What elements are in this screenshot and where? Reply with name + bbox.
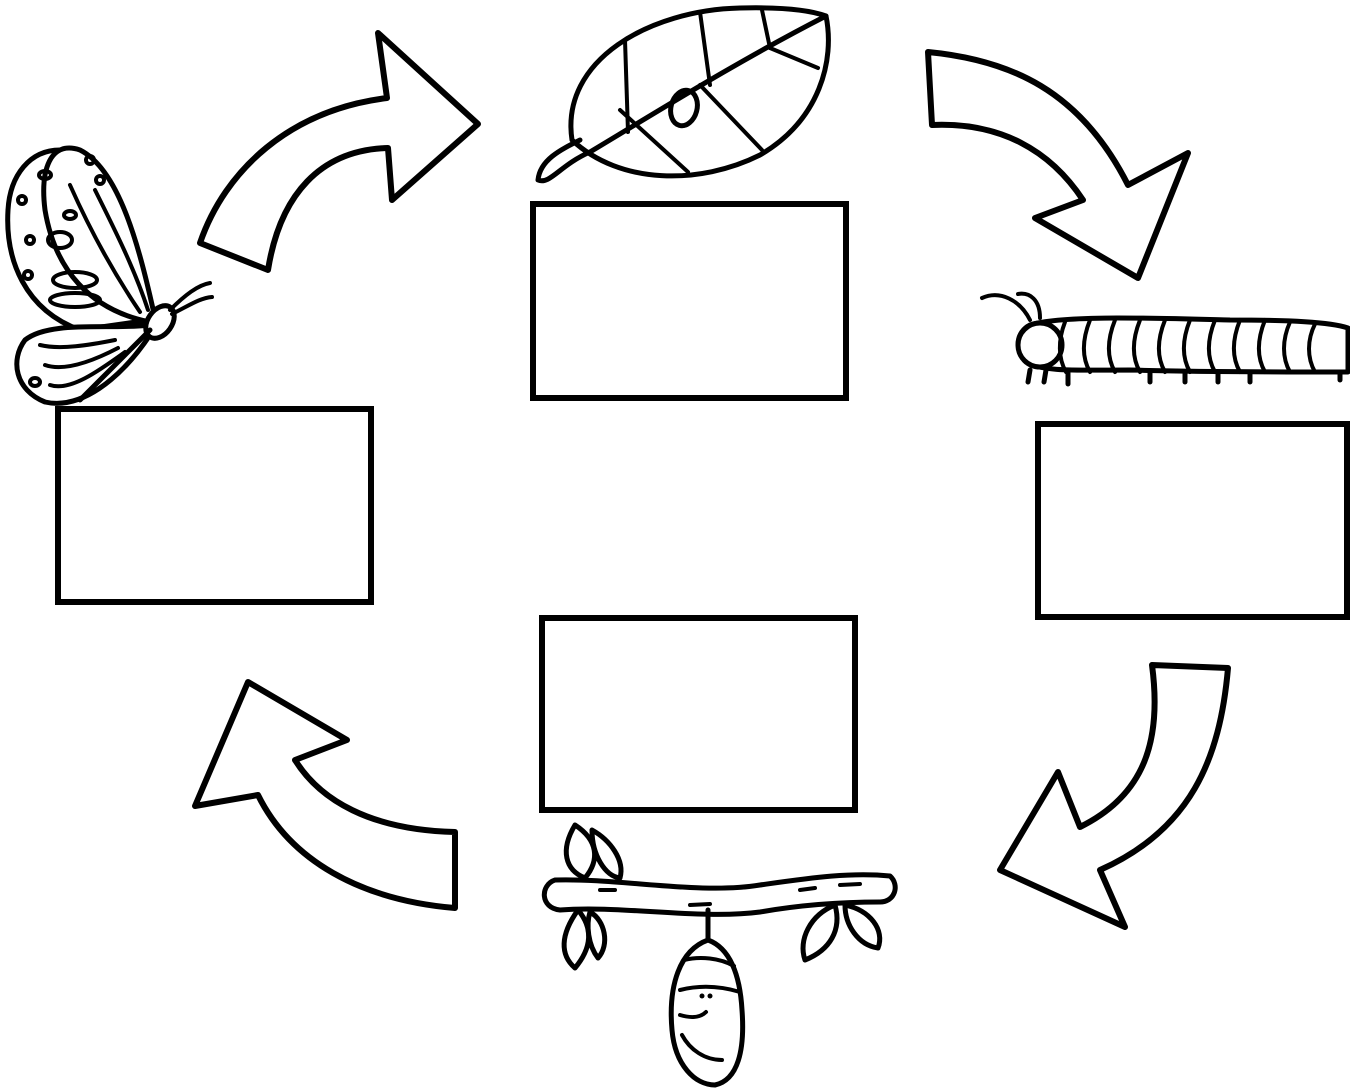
label-box-caterpillar[interactable]: [1038, 424, 1347, 617]
arrow-butterfly-to-egg: [200, 33, 478, 270]
label-box-egg[interactable]: [533, 204, 846, 398]
egg-on-leaf-icon: [538, 8, 828, 181]
caterpillar-icon: [982, 294, 1348, 384]
arrow-egg-to-caterpillar: [928, 52, 1188, 278]
arrow-caterpillar-to-chrysalis: [1000, 665, 1228, 927]
arrow-chrysalis-to-butterfly: [195, 682, 455, 908]
chrysalis-on-branch-icon: [544, 825, 895, 1085]
butterfly-icon: [8, 148, 212, 403]
label-box-butterfly[interactable]: [58, 409, 371, 602]
label-box-chrysalis[interactable]: [542, 618, 855, 810]
